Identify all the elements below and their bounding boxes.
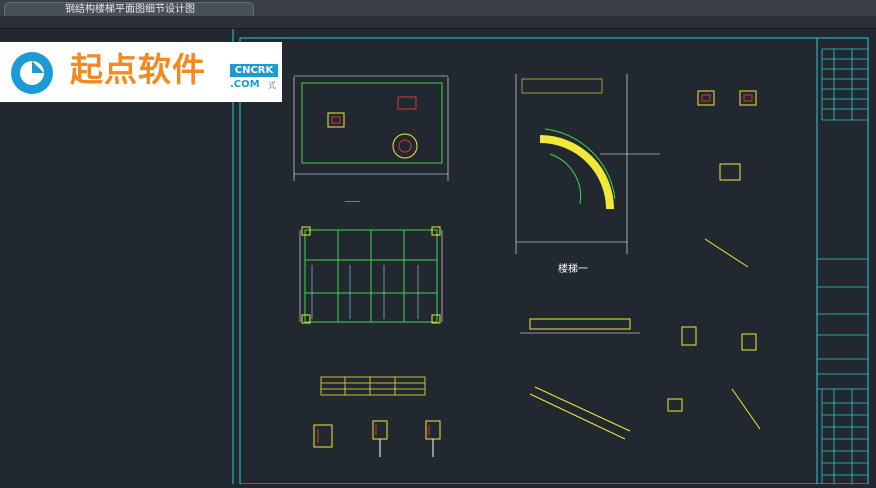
plan-view-top	[293, 75, 449, 181]
stair-section-2	[529, 386, 631, 440]
logo-badge: CNCRK	[230, 64, 278, 77]
stair-arc-inner	[549, 153, 582, 205]
logo-brand-text: 起点软件	[70, 50, 206, 89]
toolbar-strip	[0, 16, 876, 29]
watermark-logo: 起点软件 CNCRK .COM 式	[0, 42, 282, 102]
logo-suffix: 式	[268, 81, 276, 90]
grid-beam-lines	[311, 265, 419, 319]
schedule-table	[320, 376, 426, 396]
column-detail-accents	[317, 425, 430, 443]
logo-domain: .COM	[230, 79, 260, 90]
drawing-canvas[interactable]: ______	[0, 29, 876, 485]
stair-section-1	[520, 318, 640, 334]
right-details	[667, 90, 761, 430]
stair-plan	[515, 74, 660, 254]
plan-caption-1: ______	[344, 196, 361, 202]
column-details	[313, 420, 441, 457]
title-block	[817, 48, 868, 484]
plan-view-grid	[299, 226, 443, 324]
stair-title: 楼梯一	[558, 262, 588, 275]
title-bar: 钢结构楼梯平面图细节设计图	[0, 0, 876, 17]
logo-swirl-icon	[11, 52, 53, 94]
stair-arc-outer	[539, 135, 614, 210]
stair-arc-rail	[544, 128, 616, 200]
sheet-border	[239, 37, 869, 485]
right-details-red	[701, 94, 753, 102]
document-tab[interactable]: 钢结构楼梯平面图细节设计图	[4, 2, 254, 16]
